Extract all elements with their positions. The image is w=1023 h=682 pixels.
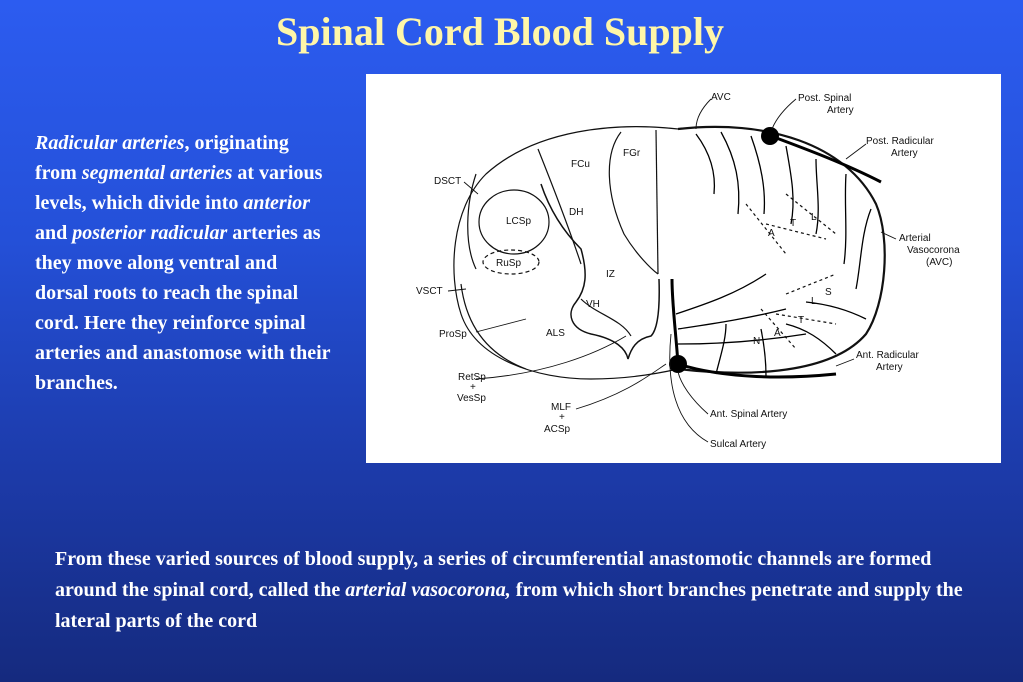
posterior-spinal-artery-node [761,127,779,145]
label-ant-radicular-1: Ant. Radicular [856,350,919,361]
slide-title: Spinal Cord Blood Supply [276,9,724,54]
term-arterial-vasocorona: arterial vasocorona, [345,579,511,601]
vessel-branch [715,323,727,375]
left-paragraph: Radicular arteries, originating from seg… [35,128,335,398]
pointer-ant-radicular [835,358,855,367]
pointer-post-radicular [845,143,867,160]
pointer-ant-spinal [677,371,709,415]
vessel-branch [675,273,767,315]
term-anterior: anterior [243,192,311,214]
vessel-branch [750,135,766,215]
vessel-branch [815,158,819,235]
left-text-segment: at various levels, which divide into [35,162,323,214]
term-segmental-arteries: segmental arteries [81,162,233,184]
label-post-radicular-2: Artery [891,148,918,159]
label-arterial-vaso-1: Arterial [899,233,931,244]
label-lcsp: LCSp [506,216,531,227]
vessel-branch [843,173,847,265]
label-sulcal: Sulcal Artery [710,439,766,450]
pointer-arterial-vaso [880,231,897,240]
dorsal-horn-outline [537,148,582,265]
label-mlf-3: ACSp [544,424,571,435]
left-text-segment: and [35,222,73,244]
ventral-horn-outline [580,298,632,337]
spinal-cord-cross-section-figure: AVC Post. Spinal Artery Post. Radicular … [366,74,1001,463]
label-mlf-2: + [559,412,565,423]
label-zone-t1: T [790,218,796,229]
label-mlf-1: MLF [551,402,571,413]
label-fgr: FGr [623,148,641,159]
label-rusp: RuSp [496,258,521,269]
label-dsct: DSCT [434,176,461,187]
left-text-segment: , originating from [35,132,289,184]
bottom-text-segment: from which short branches penetrate and … [55,579,963,632]
ant-radicular-artery [677,362,837,379]
arterial-vasocorona-description: From these varied sources of blood suppl… [55,544,985,637]
term-radicular-arteries: Radicular arteries [35,132,185,154]
gray-matter-outline [540,183,660,360]
label-post-spinal-1: Post. Spinal [798,93,851,104]
pointer-mlf [575,363,667,410]
pointer-sulcal [669,333,709,443]
term-posterior-radicular: posterior radicular [72,222,228,244]
vessel-branch [785,323,837,355]
label-zone-s2: S [825,287,832,298]
label-ant-radicular-2: Artery [876,362,903,373]
label-prosp: ProSp [439,329,467,340]
label-avc: AVC [711,92,731,103]
vessel-branch [855,208,872,290]
label-retsp-1: RetSp [458,372,486,383]
anterior-spinal-artery-node [669,355,687,373]
lcsp-tract [478,189,550,255]
pointer-vsct [447,288,467,292]
zone-sector-upper [745,193,837,255]
pointer-prosp [475,318,527,333]
label-retsp-3: VesSp [457,393,486,404]
label-ant-spinal: Ant. Spinal Artery [710,409,787,420]
pointer-dsct [463,181,479,195]
avc-outline [677,125,886,374]
vessel-branch [677,333,807,345]
vessel-branch [677,308,787,330]
label-arterial-vaso-3: (AVC) [926,257,952,268]
label-zone-a2: A [774,328,781,339]
label-vsct: VSCT [416,286,443,297]
rusp-tract [482,249,540,275]
radicular-arteries-description: Radicular arteries, originating from seg… [35,128,335,398]
fasciculus-cuneatus-outline [608,131,659,275]
label-dh: DH [569,207,583,218]
label-iz: IZ [606,269,615,280]
vessel-branch [805,301,867,320]
vessel-branch [785,145,794,225]
anterior-spinal-trunk [670,278,680,365]
vessel-branch [695,133,716,195]
cord-outline [453,126,679,380]
left-text-segment: arteries as they move along ventral and … [35,222,331,394]
zone-sector-lower [760,273,837,350]
bottom-text-segment: From these varied sources of blood suppl… [55,548,932,601]
label-post-spinal-2: Artery [827,105,854,116]
post-radicular-artery [770,134,882,184]
vessel-branch [720,131,740,215]
pointer-post-spinal [771,98,797,130]
dsct-band [467,173,477,270]
label-zone-l1: L [811,212,817,223]
label-zone-a1: A [768,228,775,239]
label-zone-l2: L [811,296,817,307]
pointer-avc [695,98,712,130]
label-post-radicular-1: Post. Radicular [866,136,934,147]
vsct-band [460,283,527,370]
label-als: ALS [546,328,565,339]
vessel-branch [760,328,767,377]
label-zone-n2: N [753,336,760,347]
spinal-cord-diagram: AVC Post. Spinal Artery Post. Radicular … [416,92,960,450]
label-zone-t2: T [798,315,804,326]
label-vh: VH [586,299,600,310]
posterior-median-septum [655,129,659,275]
label-fcu: FCu [571,159,590,170]
label-arterial-vaso-2: Vasocorona [907,245,960,256]
label-retsp-2: + [470,382,476,393]
pointer-retsp [475,335,627,380]
